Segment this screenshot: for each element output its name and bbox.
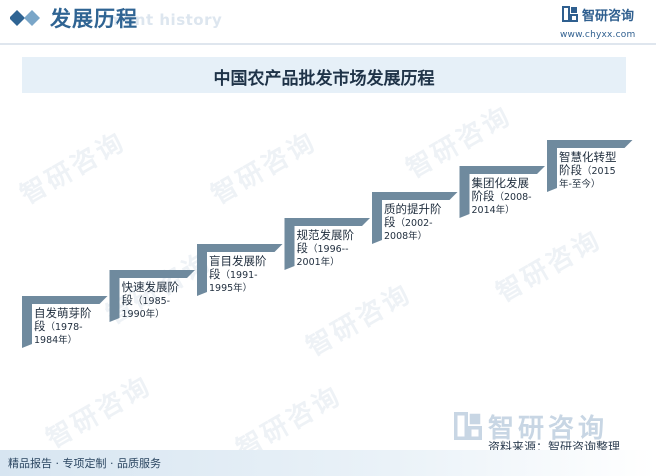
step-years: 1995年）: [209, 283, 253, 294]
step-name: 段: [34, 319, 46, 333]
step-name: 段: [296, 241, 309, 255]
footer-band: [0, 450, 656, 476]
step-name: 段: [121, 293, 134, 307]
step-label: 集团化发展阶段（2008-2014年）: [472, 177, 532, 217]
step-riser: [22, 296, 32, 348]
step-riser: [284, 218, 295, 270]
step-years: （1978-: [45, 322, 83, 333]
step-name: 盲目发展阶: [209, 254, 267, 268]
header-divider: [0, 43, 656, 45]
step-years: 年-至今）: [559, 179, 601, 190]
step-name: 规范发展阶: [296, 228, 355, 242]
step-label: 规范发展阶段（1996--2001年）: [297, 229, 355, 269]
step-riser: [372, 192, 382, 244]
page-footer: 精品报告 · 专项定制 · 品质服务: [0, 450, 656, 476]
step-line: 段（1985-: [122, 294, 180, 308]
company-logo-icon: [562, 6, 578, 22]
step-line: 段（1978-: [34, 320, 92, 334]
step-years: 1990年）: [121, 309, 165, 320]
step-name: 段: [384, 215, 396, 229]
step-tread: [197, 244, 283, 252]
step-riser: [547, 140, 557, 192]
step-riser: [109, 270, 120, 322]
step-line: 阶段（2015: [559, 164, 617, 178]
page-header: ment history 发展历程 智研咨询 www.chyxx.com: [0, 0, 656, 50]
step-name: 段: [209, 267, 221, 281]
step-riser: [459, 166, 470, 218]
step-tread: [459, 166, 545, 174]
step-line: 阶段（2008-: [472, 190, 532, 204]
company-url: www.chyxx.com: [560, 30, 636, 40]
step-name: 阶段: [471, 189, 495, 203]
company-logo-name: 智研咨询: [582, 9, 635, 24]
header-title: 发展历程: [50, 7, 138, 31]
step-years: （1991-: [220, 270, 258, 281]
title-band: 中国农产品批发市场发展历程: [22, 57, 626, 93]
step-name: 质的提升阶: [384, 202, 442, 216]
step-years: （2015: [582, 166, 616, 177]
step-years: （1996--: [308, 244, 349, 255]
step-line: 段（2002-: [384, 216, 442, 230]
step-tread: [22, 296, 108, 304]
step-name: 阶段: [559, 163, 582, 177]
diamond-icon: [10, 10, 40, 26]
step-line: 段（1991-: [209, 268, 267, 282]
footer-slogan: 精品报告 · 专项定制 · 品质服务: [8, 457, 161, 470]
step-years: 2014年）: [471, 205, 515, 216]
step-years: （1985-: [133, 296, 171, 307]
step-label: 质的提升阶段（2002-2008年）: [384, 203, 442, 243]
step-label: 自发萌芽阶段（1978-1984年）: [34, 307, 92, 347]
step-years: （2002-: [395, 218, 433, 229]
header-title-en: ment history: [108, 11, 223, 29]
step-name: 集团化发展: [471, 176, 530, 190]
step-tread: [284, 218, 370, 226]
step-years: （2008-: [494, 192, 532, 203]
chart-title: 中国农产品批发市场发展历程: [213, 69, 435, 89]
step-label: 快速发展阶段（1985-1990年）: [122, 281, 180, 321]
step-years: 2001年）: [296, 257, 340, 268]
step-line: 段（1996--: [297, 242, 355, 256]
step-tread: [109, 270, 195, 278]
step-years: 1984年）: [34, 335, 78, 346]
step-years: 2008年）: [384, 231, 428, 242]
company-logo-watermark: 智研咨询: [488, 414, 609, 444]
step-tread: [372, 192, 458, 200]
step-name: 快速发展阶: [121, 280, 180, 294]
step-name: 自发萌芽阶: [34, 306, 92, 320]
step-tread: [547, 140, 633, 148]
company-logo-icon: [454, 412, 482, 440]
step-label: 盲目发展阶段（1991-1995年）: [209, 255, 267, 295]
step-name: 智慧化转型: [559, 150, 617, 164]
step-riser: [197, 244, 207, 296]
